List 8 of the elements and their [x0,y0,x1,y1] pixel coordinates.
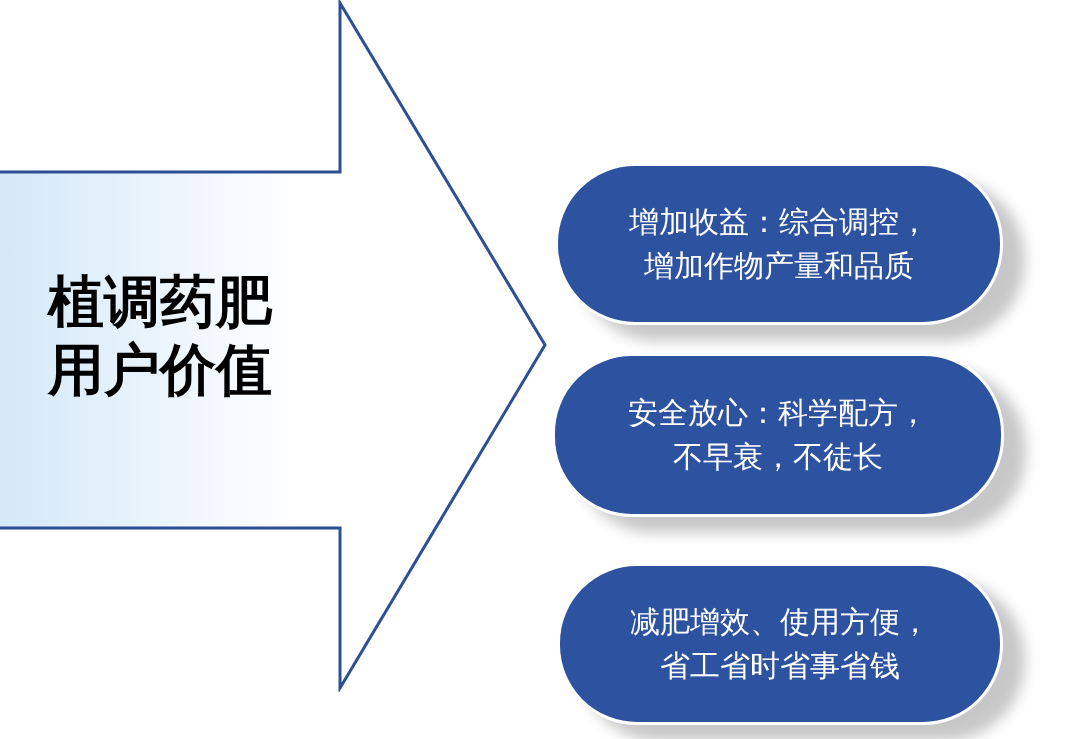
value-text: 减肥增效、使用方便，省工省时省事省钱 [629,603,931,685]
value-text: 安全放心：科学配方，不早衰，不徒长 [627,394,929,476]
pill-box [557,563,1003,725]
arrow-shape [0,0,548,692]
value-text: 增加收益：综合调控，增加作物产量和品质 [628,203,930,285]
pill-box [552,353,1004,517]
pill-box [555,163,1003,325]
arrow-title: 植调药肥用户价值 [48,268,274,404]
